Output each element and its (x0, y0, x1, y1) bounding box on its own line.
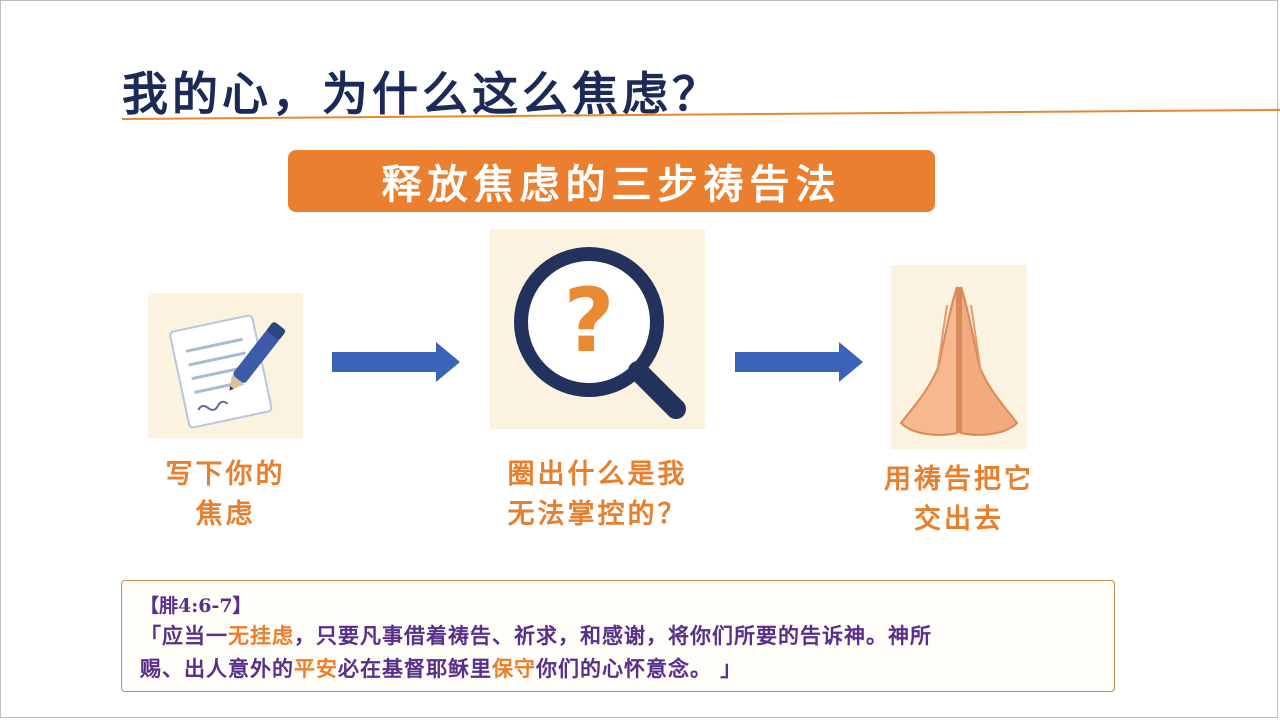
page-title: 我的心，为什么这么焦虑？ (122, 67, 722, 121)
scripture-highlight: 无挂虑 (228, 623, 294, 648)
praying-hands-icon (891, 265, 1027, 449)
step-1-label: 写下你的 焦虑 (148, 455, 303, 535)
writing-paper-pen-icon (148, 293, 303, 438)
scripture-segment: ，只要凡事借着祷告、祈求，和感谢，将你们所要的告诉神。神所 (294, 623, 932, 648)
step-3-label: 用祷告把它 交出去 (870, 460, 1048, 540)
step-1-line-1: 写下你的 (165, 459, 286, 490)
right-arrow-icon (735, 340, 865, 388)
scripture-highlight: 平安 (294, 656, 338, 681)
right-arrow-icon (332, 340, 462, 388)
step-1-line-2: 焦虑 (195, 499, 256, 530)
scripture-segment: 赐、出人意外的 (140, 656, 294, 681)
step-2-line-1: 圈出什么是我 (507, 459, 688, 490)
scripture-line-1: 「应当一无挂虑，只要凡事借着祷告、祈求，和感谢，将你们所要的告诉神。神所 (140, 619, 1092, 652)
scripture-text: 「应当一无挂虑，只要凡事借着祷告、祈求，和感谢，将你们所要的告诉神。神所 赐、出… (140, 619, 1092, 685)
banner: 释放焦虑的三步祷告法 (288, 150, 935, 212)
scripture-reference: 【腓4:6-7】 (140, 595, 252, 617)
scripture-segment: 你们的心怀意念。 」 (536, 656, 743, 681)
scripture-segment: 「应当一 (140, 623, 228, 648)
magnifier-question-icon: ? (490, 229, 705, 429)
scripture-highlight: 保守 (492, 656, 536, 681)
step-2-line-2: 无法掌控的？ (507, 499, 688, 530)
scripture-segment: 必在基督耶稣里 (338, 656, 492, 681)
scripture-line-2: 赐、出人意外的平安必在基督耶稣里保守你们的心怀意念。 」 (140, 652, 1092, 685)
scripture-box: 【腓4:6-7】 「应当一无挂虑，只要凡事借着祷告、祈求，和感谢，将你们所要的告… (121, 580, 1115, 692)
banner-text: 释放焦虑的三步祷告法 (381, 161, 842, 208)
step-3-line-1: 用祷告把它 (884, 464, 1034, 495)
step-3-line-2: 交出去 (914, 504, 1004, 535)
step-2-label: 圈出什么是我 无法掌控的？ (490, 455, 705, 535)
svg-text:?: ? (563, 269, 614, 372)
